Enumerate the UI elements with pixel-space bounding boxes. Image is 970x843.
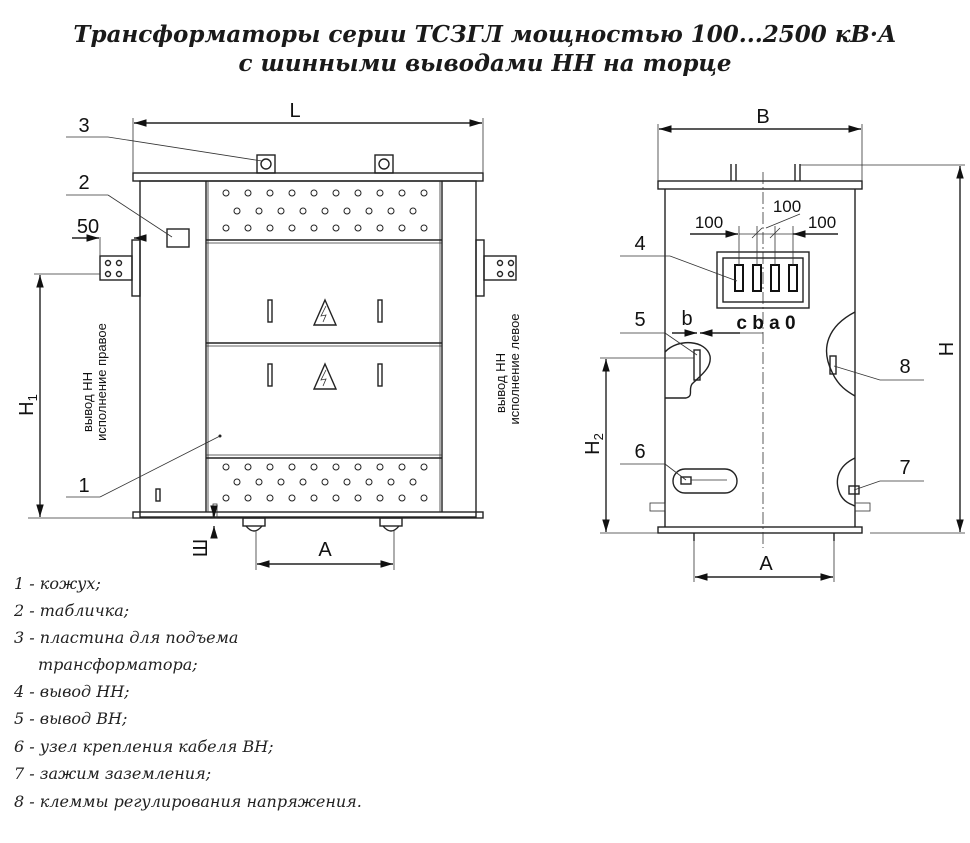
legend-item: 3 - пластина для подъема [14, 628, 238, 647]
dim-H1: H1 [16, 394, 40, 416]
handle-right-lower [377, 363, 383, 387]
phase-labels: c b a 0 [736, 313, 795, 334]
callout-6: 6 [634, 441, 645, 463]
dim-L: L [289, 100, 300, 122]
hv-output-cutout [664, 342, 711, 399]
lifting-plate-left [256, 154, 276, 174]
dim-b: b [681, 308, 692, 330]
voltage-regulation-cutout [825, 311, 856, 397]
callout-1: 1 [78, 475, 89, 497]
legend-item: 6 - узел крепления кабеля ВН; [14, 737, 274, 756]
handle-left-upper [267, 299, 273, 323]
dim-H: H [936, 342, 958, 356]
legend-item: 4 - вывод НН; [13, 682, 130, 701]
side-view: B H H2 A 100 100 100 b c b a [582, 106, 965, 582]
label-output-left-variant-2: исполнение левое [507, 313, 522, 424]
legend: 1 - кожух; 2 - табличка; 3 - пластина дл… [13, 574, 362, 811]
nameplate [166, 228, 190, 248]
front-view: L 50 H1 вывод НН исполнение правое вывод… [16, 100, 522, 570]
callout-5: 5 [634, 309, 645, 331]
front-top-vent-holes [222, 189, 428, 232]
front-top-cover [132, 172, 484, 182]
side-top-cover [657, 180, 863, 190]
label-output-right-variant-2: исполнение правое [94, 323, 109, 441]
dim-A-front: A [318, 539, 332, 561]
callout-7: 7 [899, 457, 910, 479]
handle-left-lower [267, 363, 273, 387]
legend-item: трансформатора; [38, 655, 198, 674]
lv-output-left-variant [475, 239, 517, 297]
wheel-left [242, 517, 266, 532]
dim-50: 50 [77, 216, 99, 238]
front-housing [139, 180, 477, 518]
cable-mount-slot [672, 468, 738, 494]
dim-A-side: A [759, 553, 773, 575]
dim-E: Ш [190, 539, 212, 557]
legend-item: 7 - зажим заземления; [14, 764, 211, 783]
callout-8: 8 [899, 356, 910, 378]
callout-2: 2 [78, 172, 89, 194]
dim-H2: H2 [582, 433, 606, 455]
legend-item: 1 - кожух; [14, 574, 101, 593]
dim-B: B [756, 106, 769, 128]
warning-sign-icon [312, 362, 338, 390]
side-base [657, 526, 863, 534]
lv-output-right-variant [99, 239, 141, 297]
grounding-cutout [836, 457, 856, 507]
warning-sign-icon [312, 298, 338, 326]
lifting-plate-right [374, 154, 394, 174]
front-bottom-vent-holes [222, 463, 428, 502]
small-slot [155, 488, 161, 502]
legend-item: 8 - клеммы регулирования напряжения. [14, 792, 362, 811]
legend-item: 5 - вывод ВН; [14, 709, 127, 728]
front-base [132, 511, 484, 519]
wheel-right [379, 517, 403, 532]
handle-right-upper [377, 299, 383, 323]
label-output-right-variant-1: вывод НН [80, 372, 95, 432]
dim-100-top: 100 [773, 197, 801, 216]
dim-100-right: 100 [808, 213, 836, 232]
label-output-left-variant-1: вывод НН [493, 353, 508, 413]
title-line-2: с шинными выводами НН на торце [238, 50, 731, 77]
legend-item: 2 - табличка; [13, 601, 129, 620]
dim-100-left: 100 [695, 213, 723, 232]
title-line-1: Трансформаторы серии ТСЗГЛ мощностью 100… [73, 21, 896, 48]
callout-3: 3 [78, 115, 89, 137]
callout-4: 4 [634, 233, 645, 255]
